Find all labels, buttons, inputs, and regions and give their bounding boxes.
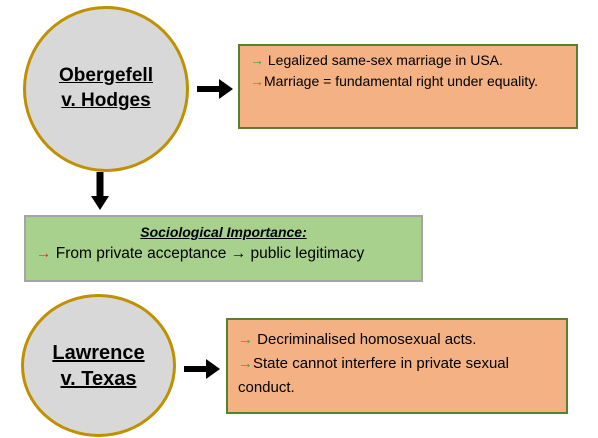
case-name-line1: Obergefell xyxy=(59,65,153,87)
outcome-text: Decriminalised homosexual acts. xyxy=(253,331,477,348)
outcome-box-lawrence: → Decriminalised homosexual acts. →State… xyxy=(226,318,568,414)
outcome-point: → Decriminalised homosexual acts. xyxy=(238,328,556,352)
outcome-box-obergefell: → Legalized same-sex marriage in USA. →M… xyxy=(238,44,578,129)
outcome-text: State cannot interfere in private sexual… xyxy=(238,355,509,396)
outcome-point: → Legalized same-sex marriage in USA. xyxy=(250,50,566,71)
case-circle-obergefell: Obergefell v. Hodges xyxy=(23,6,189,172)
arrow-down-icon xyxy=(91,172,109,210)
arrow-right-icon xyxy=(184,359,220,379)
green-arrow-icon: → xyxy=(250,52,264,68)
outcome-point: →Marriage = fundamental right under equa… xyxy=(250,71,566,92)
case-name-line1: Lawrence xyxy=(52,341,145,364)
red-arrow-icon: → xyxy=(36,245,52,262)
importance-title: Sociological Importance: xyxy=(140,224,307,240)
outcome-text: Marriage = fundamental right under equal… xyxy=(264,73,539,89)
case-name-line2: v. Hodges xyxy=(61,90,151,111)
case-name-line2: v. Texas xyxy=(60,367,137,390)
importance-text: From private acceptance → public legitim… xyxy=(51,245,365,262)
outcome-text: Legalized same-sex marriage in USA. xyxy=(264,52,503,68)
green-arrow-icon: → xyxy=(238,355,253,372)
case-circle-lawrence: Lawrence v. Texas xyxy=(21,294,176,437)
importance-line: → From private acceptance → public legit… xyxy=(36,242,411,266)
sociological-importance-box: Sociological Importance: → From private … xyxy=(24,215,423,282)
green-arrow-icon: → xyxy=(238,331,253,348)
green-arrow-icon: → xyxy=(250,73,264,89)
arrow-right-icon xyxy=(197,79,233,99)
outcome-point: →State cannot interfere in private sexua… xyxy=(238,352,556,400)
